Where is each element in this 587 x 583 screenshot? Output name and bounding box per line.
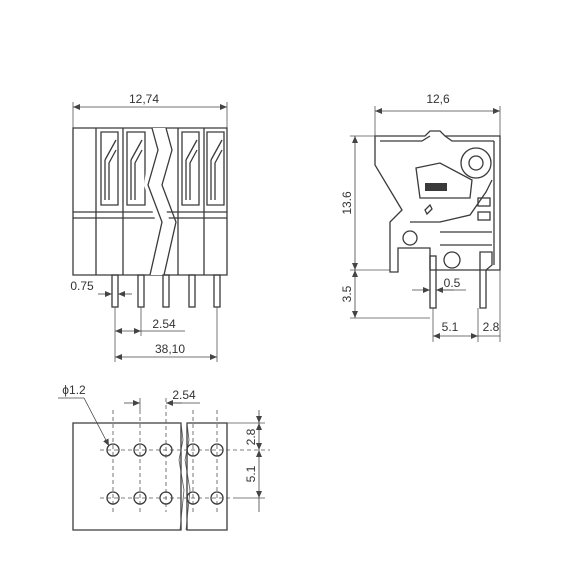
footprint-hole — [159, 443, 173, 457]
front-view: 12,74 — [70, 92, 228, 362]
pin — [111, 274, 119, 308]
footprint-hole — [186, 491, 200, 505]
side-width-label: 12,6 — [426, 92, 450, 106]
side-pin — [479, 251, 493, 309]
lever-slot — [181, 131, 200, 206]
footprint-hole — [133, 491, 147, 505]
side-row-spacing-label: 5.1 — [442, 320, 459, 334]
pin — [188, 274, 196, 308]
footprint-hole — [159, 491, 173, 505]
footprint-hole — [210, 443, 224, 457]
pin-thickness-label: 0.75 — [70, 279, 94, 293]
lever-slot — [100, 131, 119, 206]
footprint-hole — [210, 491, 224, 505]
side-height-label: 13.6 — [340, 191, 354, 215]
pin — [162, 274, 170, 308]
side-edge-offset-label: 2.8 — [483, 320, 500, 334]
front-width-label: 12,74 — [129, 92, 159, 106]
footprint-hole — [133, 443, 147, 457]
lever-slot — [126, 131, 146, 206]
front-total-pitch-label: 38,10 — [155, 342, 185, 356]
footprint-view: ϕ1.2 2.54 2.8 5.1 — [58, 383, 270, 531]
hole-diameter-label: ϕ1.2 — [62, 383, 86, 397]
footprint-hole — [106, 443, 120, 457]
footprint-edge-offset-label: 2.8 — [244, 428, 258, 445]
pin — [213, 274, 221, 308]
pin — [137, 274, 145, 308]
side-pin — [429, 255, 437, 309]
side-pin-width-label: 0.5 — [444, 276, 461, 290]
footprint-hole — [106, 491, 120, 505]
side-pin-length-label: 3.5 — [340, 285, 354, 302]
side-view: 12,6 13.6 3.5 0.5 — [340, 92, 501, 342]
footprint-hole — [186, 443, 200, 457]
footprint-row-spacing-label: 5.1 — [244, 465, 258, 482]
break-line — [144, 128, 170, 275]
lever-slot — [206, 131, 225, 206]
front-pitch-label: 2.54 — [152, 317, 176, 331]
footprint-pitch-label: 2.54 — [172, 388, 196, 402]
